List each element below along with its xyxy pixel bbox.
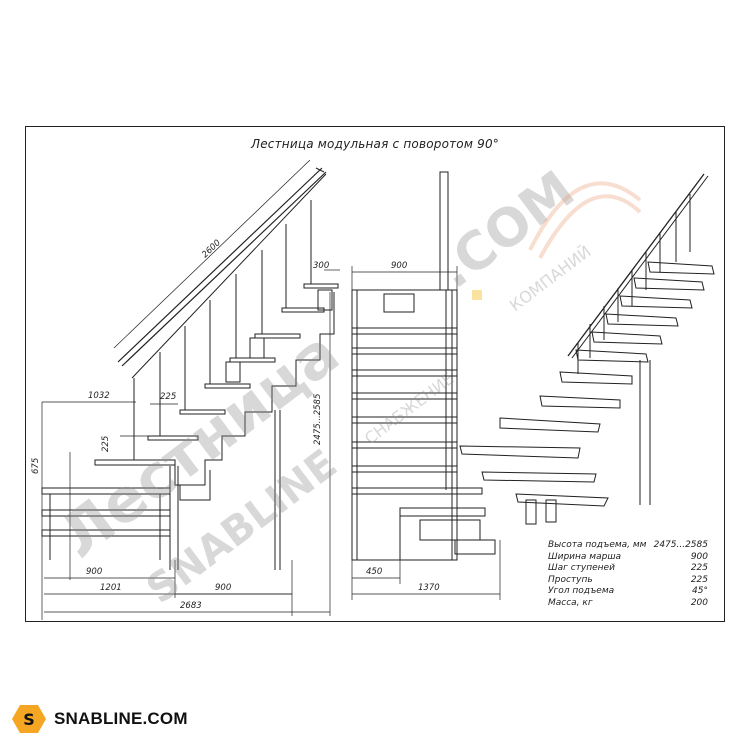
dim-base-b: 900 [215, 583, 231, 593]
spec-label: Высота подъема, мм [548, 540, 647, 550]
spec-row: Ширина марша 900 [548, 552, 708, 564]
front-view-dimensions [351, 266, 501, 600]
dim-step-depth: 225 [160, 392, 176, 402]
dim-riser: 225 [101, 436, 111, 452]
drawing-title: Лестница модульная с поворотом 90° [251, 137, 499, 151]
spec-label: Шаг ступеней [548, 563, 615, 573]
spec-row: Масса, кг 200 [548, 598, 708, 610]
dim-front-left: 450 [366, 567, 382, 577]
dim-lower-height: 675 [31, 458, 41, 474]
dim-rail-length: 2600 [200, 238, 223, 260]
drawing-sheet [25, 126, 725, 622]
spec-label: Проступь [548, 574, 593, 585]
spec-value: 225 [690, 574, 708, 585]
spec-label: Ширина марша [548, 551, 622, 562]
spec-row: Угол подъема 45° [548, 586, 708, 598]
footer-logo[interactable]: S SNABLINE.COM [12, 704, 188, 734]
front-view-labels: 900 450 1370 [366, 261, 440, 593]
spec-table: Высота подъема, мм 2475...2585 Ширина ма… [548, 540, 708, 609]
dim-front-total: 1370 [418, 583, 440, 593]
side-view [41, 167, 339, 570]
spec-row: Проступь 225 [548, 575, 708, 587]
dim-top-offset: 300 [313, 261, 329, 271]
spec-label: Угол подъема [548, 586, 615, 596]
snabline-logo-icon: S [12, 705, 46, 733]
dim-front-width: 900 [391, 261, 407, 271]
spec-row: Шаг ступеней 225 [548, 563, 708, 575]
dim-base-a: 1201 [100, 583, 122, 593]
side-view-labels: 2600 300 1032 225 225 675 2475...2585 90… [31, 238, 329, 611]
spec-value: 200 [690, 597, 708, 608]
spec-value: 2475...2585 [653, 540, 708, 550]
spec-value: 45° [692, 586, 708, 596]
dim-total-length: 2683 [180, 601, 202, 611]
spec-value: 900 [690, 551, 708, 562]
dim-left-height: 1032 [88, 391, 110, 401]
dim-bottom-width: 900 [86, 567, 102, 577]
dim-total-height: 2475...2585 [313, 394, 323, 445]
isometric-view [459, 173, 715, 525]
spec-row: Высота подъема, мм 2475...2585 [548, 540, 708, 552]
side-view-dimensions [41, 159, 340, 620]
footer-site-link[interactable]: SNABLINE.COM [54, 709, 188, 728]
logo-letter: S [23, 710, 35, 729]
front-view [351, 171, 496, 561]
spec-value: 225 [690, 563, 708, 573]
spec-label: Масса, кг [548, 597, 593, 608]
